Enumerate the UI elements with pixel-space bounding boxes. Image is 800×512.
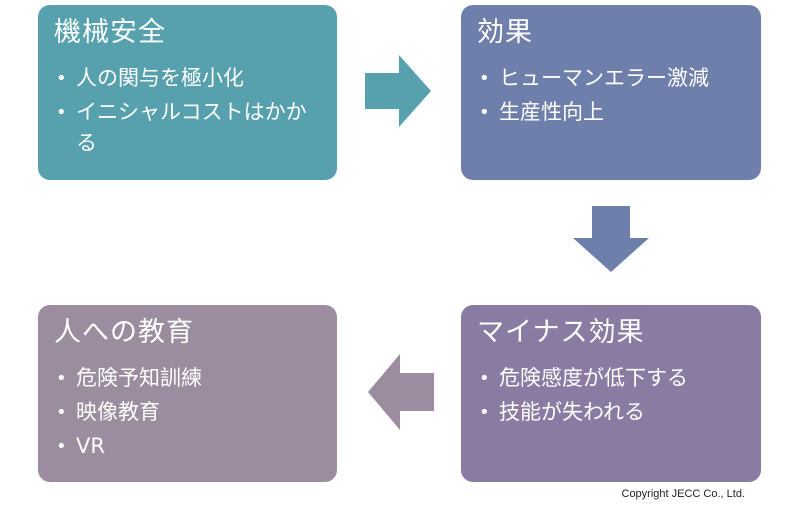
minus-effect-list: • 危険感度が低下する • 技能が失われる	[477, 363, 745, 428]
machine-safety-box: 機械安全 • 人の関与を極小化 • イニシャルコストはかかる	[38, 5, 337, 180]
minus-effect-title: マイナス効果	[477, 317, 645, 348]
list-item: • 人の関与を極小化	[54, 63, 321, 94]
bullet-icon: •	[56, 68, 67, 89]
arrow-down-icon	[573, 206, 649, 272]
list-item-text: 生産性向上	[499, 100, 604, 124]
arrow-left-shape	[368, 354, 434, 430]
list-item-text: 危険感度が低下する	[499, 366, 688, 390]
bullet-icon: •	[56, 102, 67, 123]
bullet-icon: •	[56, 436, 67, 457]
human-education-box: 人への教育 • 危険予知訓練 • 映像教育 • VR	[38, 305, 337, 482]
effect-list: • ヒューマンエラー激減 • 生産性向上	[477, 63, 745, 128]
human-education-title: 人への教育	[54, 317, 194, 348]
bullet-icon: •	[479, 102, 490, 123]
list-item-text: ヒューマンエラー激減	[499, 66, 709, 90]
arrow-left-icon	[368, 354, 434, 430]
arrow-down-shape	[573, 206, 649, 272]
list-item-text: イニシャルコストはかかる	[76, 100, 307, 155]
bullet-icon: •	[56, 402, 67, 423]
list-item-text: 映像教育	[76, 400, 160, 424]
list-item-text: 危険予知訓練	[76, 366, 202, 390]
bullet-icon: •	[479, 402, 490, 423]
machine-safety-title: 機械安全	[54, 17, 166, 48]
list-item: • 生産性向上	[477, 97, 745, 128]
list-item: • 映像教育	[54, 397, 321, 428]
human-education-list: • 危険予知訓練 • 映像教育 • VR	[54, 363, 321, 462]
list-item-text: 技能が失われる	[499, 400, 645, 424]
list-item: • 危険感度が低下する	[477, 363, 745, 394]
machine-safety-list: • 人の関与を極小化 • イニシャルコストはかかる	[54, 63, 321, 159]
bullet-icon: •	[479, 368, 490, 389]
arrow-right-shape	[365, 55, 431, 127]
arrow-right-icon	[365, 55, 431, 127]
list-item: • 危険予知訓練	[54, 363, 321, 394]
bullet-icon: •	[56, 368, 67, 389]
list-item: • イニシャルコストはかかる	[54, 97, 321, 159]
copyright-text: Copyright JECC Co., Ltd.	[621, 488, 746, 500]
effect-title: 効果	[477, 17, 533, 48]
bullet-icon: •	[479, 68, 490, 89]
minus-effect-box: マイナス効果 • 危険感度が低下する • 技能が失われる	[461, 305, 761, 482]
list-item: • VR	[54, 431, 321, 462]
list-item-text: VR	[76, 434, 105, 458]
list-item-text: 人の関与を極小化	[76, 66, 244, 90]
list-item: • 技能が失われる	[477, 397, 745, 428]
effect-box: 効果 • ヒューマンエラー激減 • 生産性向上	[461, 5, 761, 180]
list-item: • ヒューマンエラー激減	[477, 63, 745, 94]
